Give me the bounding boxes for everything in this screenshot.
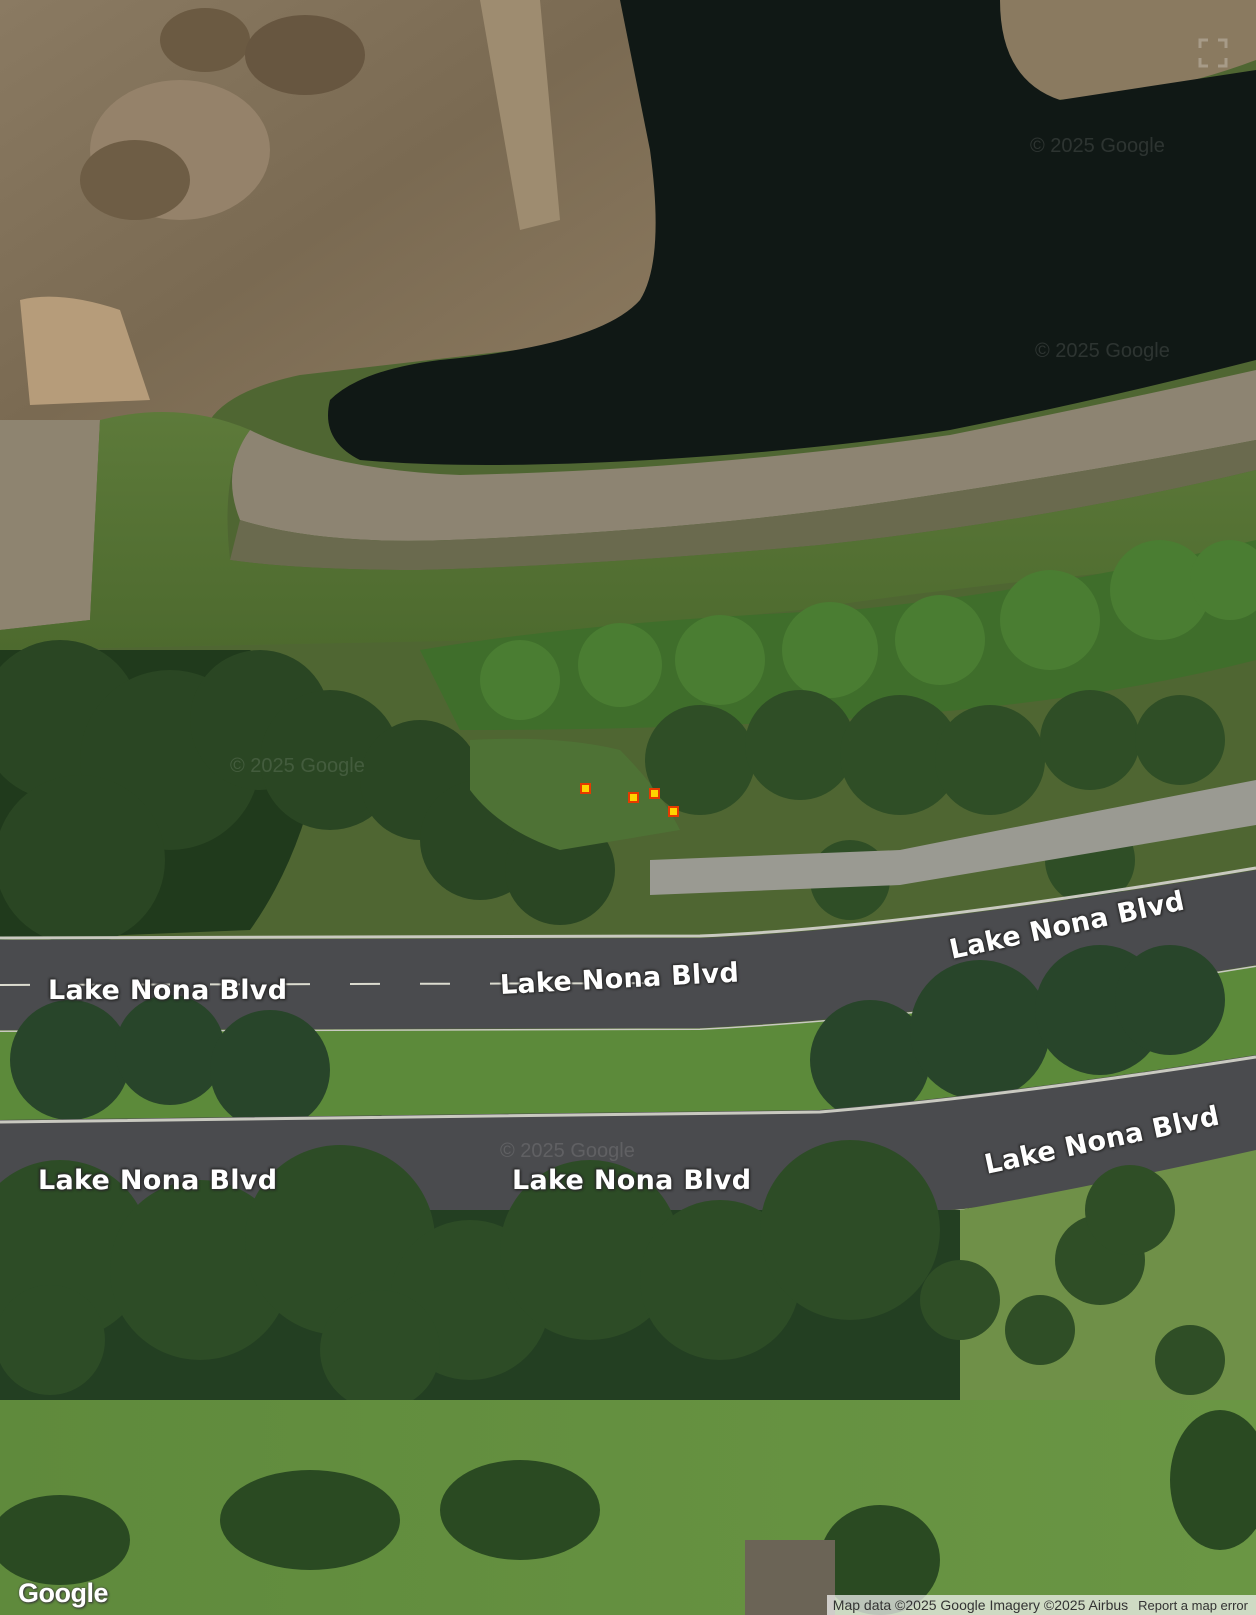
imagery-watermark: © 2025 Google — [1030, 135, 1165, 157]
imagery-watermark: © 2025 Google — [230, 755, 365, 777]
fullscreen-icon — [1198, 38, 1228, 68]
imagery-watermark: © 2025 Google — [500, 1140, 635, 1162]
map-marker[interactable] — [580, 783, 591, 794]
google-logo: Google — [18, 1578, 109, 1608]
map-marker[interactable] — [628, 792, 639, 803]
map-attribution: Map data ©2025 Google Imagery ©2025 Airb… — [826, 1595, 1256, 1615]
fullscreen-button[interactable] — [1196, 36, 1230, 70]
road-label: Lake Nona Blvd — [48, 975, 288, 1006]
attribution-text: Map data ©2025 Google Imagery ©2025 Airb… — [832, 1597, 1129, 1613]
road-label: Lake Nona Blvd — [38, 1165, 278, 1196]
imagery-watermark: © 2025 Google — [1035, 340, 1170, 362]
map-marker[interactable] — [668, 806, 679, 817]
report-map-error-link[interactable]: Report a map error — [1138, 1597, 1248, 1613]
map-marker[interactable] — [649, 788, 660, 799]
road-label: Lake Nona Blvd — [512, 1165, 752, 1196]
